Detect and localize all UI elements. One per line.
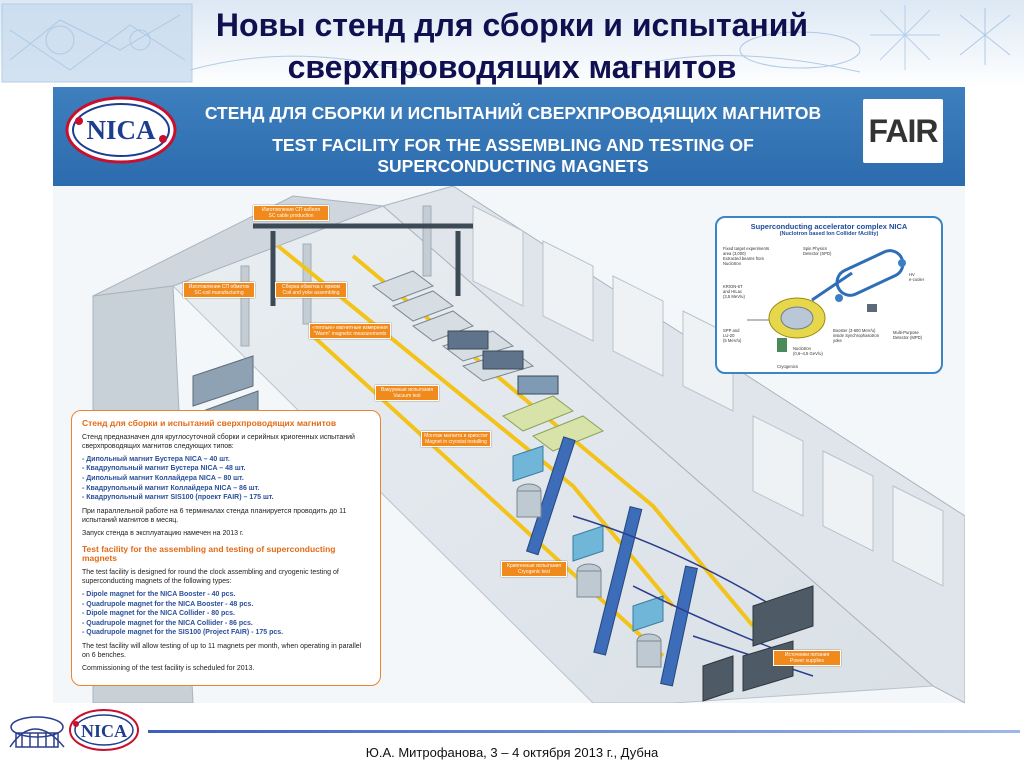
nica-logo-text: NICA bbox=[86, 115, 156, 145]
description-heading-en: Test facility for the assembling and tes… bbox=[82, 543, 336, 564]
list-item: Quadrupole magnet for the NICA Collider … bbox=[82, 619, 370, 629]
inset-label-spd: Spin Physics Detector (SPD) bbox=[803, 246, 832, 256]
poster-title-ru: СТЕНД ДЛЯ СБОРКИ И ИСПЫТАНИЙ СВЕРХПРОВОД… bbox=[204, 103, 822, 123]
label-warm-measurements-en: "Warm" magnetic measurements bbox=[313, 331, 387, 337]
nica-complex-inset: Superconducting accelerator complex NICA… bbox=[715, 216, 943, 374]
label-vacuum-test-en: Vacuum test bbox=[393, 393, 421, 399]
inset-label-krion: KRION-6T and HILac (3,5 MeV/u) bbox=[723, 284, 745, 299]
label-warm-measurements: «теплые» магнитные измерения "Warm" magn… bbox=[309, 323, 391, 339]
label-cryostat-installing-ru: Монтаж магнита в криостат bbox=[424, 433, 488, 439]
label-cryogenic-test-en: Cryogenic test bbox=[518, 569, 550, 575]
inset-label-mpd: Multi-Purpose Detector (MPD) bbox=[893, 330, 923, 340]
description-heading-ru: Стенд для сборки и испытаний сверхпровод… bbox=[82, 418, 337, 428]
label-cryostat-installing: Монтаж магнита в криостат Magnet in cryo… bbox=[421, 431, 491, 447]
list-item: Квадрупольный магнит Бустера NICA – 48 ш… bbox=[82, 464, 370, 474]
magnet-list-en: Dipole magnet for the NICA Booster - 40 … bbox=[82, 590, 370, 638]
list-item: Квадрупольный магнит SIS100 (проект FAIR… bbox=[82, 493, 370, 503]
label-power-supplies: Источники питания Power supplies bbox=[773, 650, 841, 666]
list-item: Quadrupole magnet for the NICA Booster -… bbox=[82, 600, 370, 610]
label-warm-measurements-ru: «теплые» магнитные измерения bbox=[312, 325, 388, 331]
poster-header: NICA СТЕНД ДЛЯ СБОРКИ И ИСПЫТАНИЙ СВЕРХП… bbox=[53, 87, 965, 186]
hall-right-wall bbox=[381, 186, 965, 703]
description-intro-en: The test facility is designed for round … bbox=[82, 568, 339, 586]
label-vacuum-test: Вакуумные испытания Vacuum test bbox=[375, 385, 439, 401]
list-item: Квадрупольный магнит Коллайдера NICA – 8… bbox=[82, 484, 370, 494]
nica-logo: NICA bbox=[65, 96, 177, 164]
description-panel: Стенд для сборки и испытаний сверхпровод… bbox=[71, 410, 381, 686]
label-coil-manufacturing: Изготовление СП обмоток SC-coil manufact… bbox=[183, 282, 255, 298]
slide-title-line2: сверхпроводящих магнитов bbox=[287, 49, 737, 85]
footer-logo-text: NICA bbox=[81, 721, 127, 741]
slide-title: Новы стенд для сборки и испытаний сверхп… bbox=[0, 4, 1024, 88]
footer-nica-logo: NICA bbox=[9, 709, 139, 751]
label-cable-production: Изготовление СП кабеля SC cable producti… bbox=[253, 205, 329, 221]
inset-label-lu20: SPP and LU-20 (5 MeV/u) bbox=[723, 328, 742, 343]
magnet-list-ru: Дипольный магнит Бустера NICA – 40 шт. К… bbox=[82, 455, 370, 503]
list-item: Quadrupole magnet for the SIS100 (Projec… bbox=[82, 628, 370, 638]
footer-text: Ю.А. Митрофанова, 3 – 4 октября 2013 г.,… bbox=[365, 745, 659, 760]
fair-logo: FAIR bbox=[863, 99, 943, 163]
label-cable-production-en: SC cable production bbox=[268, 213, 314, 219]
description-p3-ru: Запуск стенда в эксплуатацию намечен на … bbox=[82, 529, 244, 537]
inset-label-e-cooler: HV e-cooler bbox=[909, 272, 925, 282]
label-coil-yoke-assembling: Сборка обмотка с ярмом Coil and yoke ass… bbox=[275, 282, 347, 298]
list-item: Дипольный магнит Бустера NICA – 40 шт. bbox=[82, 455, 370, 465]
inset-subtitle: (Nuclotron based Ion Collider fAcility) bbox=[779, 231, 879, 237]
label-cryostat-installing-en: Magnet in cryostat installing bbox=[425, 439, 487, 445]
label-coil-manufacturing-en: SC-coil manufacturing bbox=[194, 290, 244, 296]
label-power-supplies-en: Power supplies bbox=[790, 658, 824, 664]
description-p2-en: The test facility will allow testing of … bbox=[82, 642, 362, 660]
label-cryogenic-test: Криогенные испытания Cryogenic test bbox=[501, 561, 567, 577]
inset-label-fixed-target: Fixed target experiments area (3,000) Ex… bbox=[723, 246, 770, 266]
list-item: Дипольный магнит Коллайдера NICA – 80 шт… bbox=[82, 474, 370, 484]
nica-complex-diagram bbox=[747, 249, 906, 352]
description-intro-ru: Стенд предназначен для круглосуточной сб… bbox=[82, 433, 355, 451]
list-item: Dipole magnet for the NICA Collider - 80… bbox=[82, 609, 370, 619]
inset-label-nuclotron: Nuclotron (0,6–4,5 GeV/u) bbox=[793, 346, 823, 356]
label-vacuum-test-ru: Вакуумные испытания bbox=[380, 387, 434, 393]
slide-title-line1: Новы стенд для сборки и испытаний bbox=[215, 7, 809, 43]
poster-title-en: TEST FACILITY FOR THE ASSEMBLING AND TES… bbox=[272, 135, 754, 176]
label-coil-manufacturing-ru: Изготовление СП обмоток bbox=[188, 284, 250, 290]
description-p3-en: Commissioning of the test facility is sc… bbox=[82, 665, 255, 673]
label-coil-yoke-assembling-ru: Сборка обмотка с ярмом bbox=[282, 284, 340, 290]
inset-label-cryogenics: Cryogenics bbox=[777, 364, 798, 369]
label-coil-yoke-assembling-en: Coil and yoke assembling bbox=[282, 290, 340, 296]
inset-title: Superconducting accelerator complex NICA bbox=[750, 222, 908, 231]
label-power-supplies-ru: Источники питания bbox=[784, 652, 830, 658]
header-decoration bbox=[0, 0, 1024, 88]
label-cable-production-ru: Изготовление СП кабеля bbox=[262, 207, 320, 213]
list-item: Dipole magnet for the NICA Booster - 40 … bbox=[82, 590, 370, 600]
footer-divider bbox=[148, 730, 1020, 733]
description-p2-ru: При параллельной работе на 6 терминалах … bbox=[82, 507, 347, 525]
poster-image: NICA СТЕНД ДЛЯ СБОРКИ И ИСПЫТАНИЙ СВЕРХП… bbox=[53, 87, 965, 703]
fair-logo-text: FAIR bbox=[868, 113, 939, 149]
label-cryogenic-test-ru: Криогенные испытания bbox=[507, 563, 561, 569]
inset-label-booster: Booster (3-600 MeV/u) inside Synchrophas… bbox=[833, 328, 880, 343]
